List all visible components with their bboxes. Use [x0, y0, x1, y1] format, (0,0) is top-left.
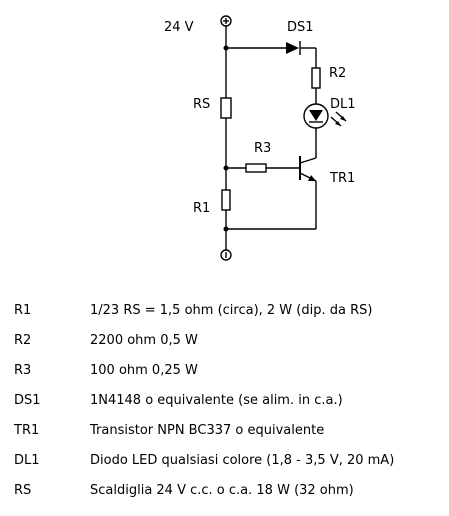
- part-description: Diodo LED qualsiasi colore (1,8 - 3,5 V,…: [90, 453, 395, 468]
- supply-terminal-positive: [220, 15, 232, 27]
- r1-label: R1: [193, 201, 210, 216]
- part-description: Scaldiglia 24 V c.c. o c.a. 18 W (32 ohm…: [90, 483, 354, 498]
- part-ref: R2: [14, 333, 32, 348]
- parts-row: RS Scaldiglia 24 V c.c. o c.a. 18 W (32 …: [14, 482, 444, 512]
- part-ref: DL1: [14, 453, 40, 468]
- r2-label: R2: [329, 66, 346, 81]
- part-ref: RS: [14, 483, 32, 498]
- resistor-r1: [221, 189, 231, 211]
- part-description: Transistor NPN BC337 o equivalente: [90, 423, 325, 438]
- part-description: 2200 ohm 0,5 W: [90, 333, 198, 348]
- resistor-r2: [311, 67, 321, 89]
- part-ref: TR1: [14, 423, 40, 438]
- part-ref: R3: [14, 363, 32, 378]
- parts-list: R1 1/23 RS = 1,5 ohm (circa), 2 W (dip. …: [14, 302, 444, 512]
- rs-label: RS: [193, 97, 210, 112]
- parts-row: R3 100 ohm 0,25 W: [14, 362, 444, 392]
- led-light-arrows: [330, 111, 347, 127]
- parts-row: TR1 Transistor NPN BC337 o equivalente: [14, 422, 444, 452]
- tr1-label: TR1: [329, 171, 355, 186]
- circuit-schematic: 24 V DS1 R2 DL1 RS R3: [164, 15, 356, 261]
- parts-row: R1 1/23 RS = 1,5 ohm (circa), 2 W (dip. …: [14, 302, 444, 332]
- part-description: 1N4148 o equivalente (se alim. in c.a.): [90, 393, 343, 408]
- part-ref: DS1: [14, 393, 41, 408]
- part-description: 1/23 RS = 1,5 ohm (circa), 2 W (dip. da …: [90, 303, 373, 318]
- supply-terminal-return: [220, 249, 232, 261]
- r3-label: R3: [254, 141, 271, 156]
- part-ref: R1: [14, 303, 32, 318]
- heater-rs: [220, 97, 232, 119]
- parts-row: DL1 Diodo LED qualsiasi colore (1,8 - 3,…: [14, 452, 444, 482]
- led-dl1: [303, 103, 329, 129]
- supply-voltage-label: 24 V: [164, 20, 194, 35]
- part-description: 100 ohm 0,25 W: [90, 363, 198, 378]
- diode-ds1: [286, 41, 301, 55]
- resistor-r3: [245, 163, 267, 173]
- parts-row: DS1 1N4148 o equivalente (se alim. in c.…: [14, 392, 444, 422]
- transistor-tr1: [299, 156, 317, 182]
- ds1-label: DS1: [287, 20, 314, 35]
- parts-row: R2 2200 ohm 0,5 W: [14, 332, 444, 362]
- dl1-label: DL1: [330, 97, 356, 112]
